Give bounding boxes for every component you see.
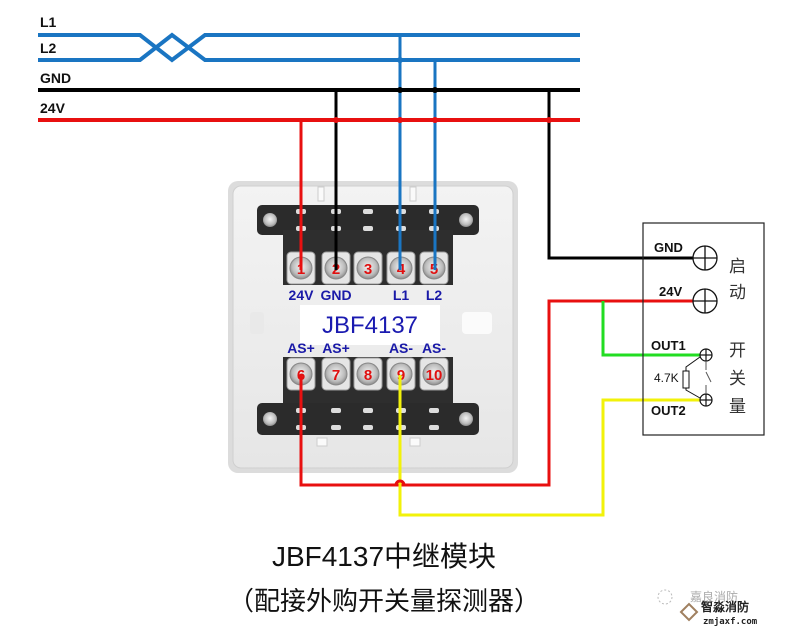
caption-title: JBF4137中继模块: [272, 541, 496, 572]
bottom-terminal-10: 10: [419, 357, 449, 391]
detector-label-gnd: GND: [654, 240, 683, 255]
bus-label-l1: L1: [40, 14, 57, 30]
detector-cn-2: 动: [729, 283, 746, 303]
wire-green-out1: [601, 301, 700, 357]
watermark-brand: 智淼消防: [700, 599, 749, 614]
mount-screw-icon: [263, 412, 277, 426]
bottom-terminal-8: 8: [353, 357, 383, 391]
terminal-number: 10: [426, 367, 443, 384]
terminal-number: 3: [364, 261, 372, 278]
mount-screw-icon: [459, 213, 473, 227]
wire-yellow-out2: [398, 375, 700, 517]
detector-box: GND 24V OUT1 OUT2 4.7K 启 动 开 关 量: [642, 222, 765, 436]
bus-label-gnd: GND: [40, 70, 71, 86]
bus-line-l2: [38, 32, 580, 62]
brand-logo-icon: [679, 602, 699, 622]
mount-screw-icon: [459, 412, 473, 426]
mount-screw-icon: [263, 213, 277, 227]
terminal-label-6: AS+: [287, 340, 315, 356]
terminal-label-2: GND: [320, 287, 351, 303]
bus-line-l1: [38, 33, 580, 63]
model-label-area: [300, 305, 440, 345]
detector-wires: [299, 299, 700, 517]
module-model-label: JBF4137: [322, 312, 418, 339]
wire-24v-to-detector: [299, 299, 695, 487]
terminal-label-1: 24V: [289, 287, 315, 303]
detector-cn-5: 量: [729, 397, 746, 417]
detector-cn-4: 关: [729, 369, 746, 389]
detector-cn-3: 开: [729, 341, 746, 361]
bus-lines: L1 L2 GND 24V: [38, 14, 580, 122]
terminal-label-4: L1: [393, 287, 410, 303]
terminal-label-5: L2: [426, 287, 443, 303]
detector-cn-1: 启: [729, 257, 746, 277]
watermark: 嘉良消防 智淼消防 zmjaxf.com: [657, 589, 758, 627]
caption-subtitle: （配接外购开关量探测器）: [228, 587, 540, 617]
top-terminal-3: 3: [353, 251, 383, 285]
watermark-faded: 嘉良消防: [690, 589, 738, 604]
terminal-screw-icon: [356, 362, 380, 386]
detector-label-24v: 24V: [659, 284, 682, 299]
wire-gnd-to-detector: [547, 90, 695, 260]
bus-label-l2: L2: [40, 40, 57, 56]
top-terminal-strip: 12345: [257, 205, 479, 285]
bus-label-24v: 24V: [40, 100, 66, 116]
terminal-label-10: AS-: [422, 340, 446, 356]
terminal-label-9: AS-: [389, 340, 413, 356]
terminal-screw-icon: [324, 362, 348, 386]
detector-label-out1: OUT1: [651, 338, 686, 353]
terminal-screw-icon: [422, 362, 446, 386]
bottom-terminal-7: 7: [321, 357, 351, 391]
watermark-url: zmjaxf.com: [703, 616, 758, 627]
switch-icon: [705, 361, 712, 394]
terminal-screw-icon: [356, 256, 380, 280]
terminal-label-7: AS+: [322, 340, 350, 356]
terminal-number: 8: [364, 367, 372, 384]
resistor-icon: [682, 356, 701, 399]
detector-label-out2: OUT2: [651, 403, 686, 418]
resistor-label: 4.7K: [654, 371, 679, 385]
bus-to-module-wires: [299, 35, 695, 270]
terminal-number: 7: [332, 367, 340, 384]
